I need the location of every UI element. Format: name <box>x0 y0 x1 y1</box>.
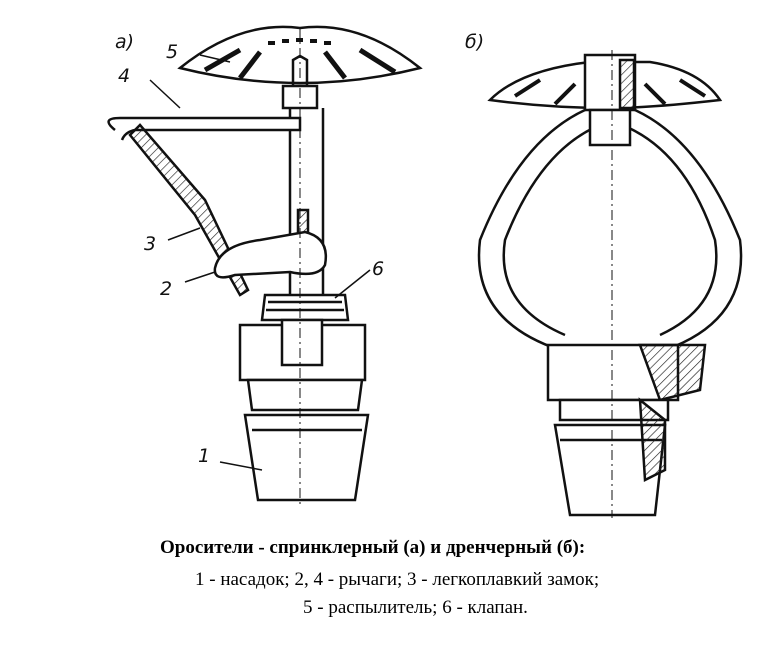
callout-3: 3 <box>144 233 156 255</box>
sprinkler-diagram: a) б) 5 4 3 2 6 1 <box>107 25 743 518</box>
caption-legend-line1: 1 - насадок; 2, 4 - рычаги; 3 - легкопла… <box>195 569 600 590</box>
panel-a-label: a) <box>115 31 134 53</box>
valve-6 <box>260 293 350 322</box>
caption-legend-line2: 5 - распылитель; 6 - клапан. <box>303 597 528 618</box>
panel-b-label: б) <box>465 31 484 53</box>
callout-4: 4 <box>118 65 130 87</box>
callout-5: 5 <box>166 41 178 63</box>
callout-2: 2 <box>160 278 172 300</box>
lever-2 <box>213 230 328 279</box>
frame-arm-right <box>634 108 743 352</box>
fusible-link-3 <box>128 123 250 297</box>
lever-4 <box>107 116 302 141</box>
drencher-b <box>477 50 743 518</box>
callout-1: 1 <box>198 445 210 467</box>
callout-6: 6 <box>372 258 384 280</box>
nozzle-1 <box>243 413 370 502</box>
nozzle-b <box>553 423 667 517</box>
sprinkler-a <box>107 25 423 505</box>
frame-arm-left <box>477 108 586 352</box>
caption-title: Оросители - спринклерный (а) и дренчерны… <box>160 537 586 558</box>
